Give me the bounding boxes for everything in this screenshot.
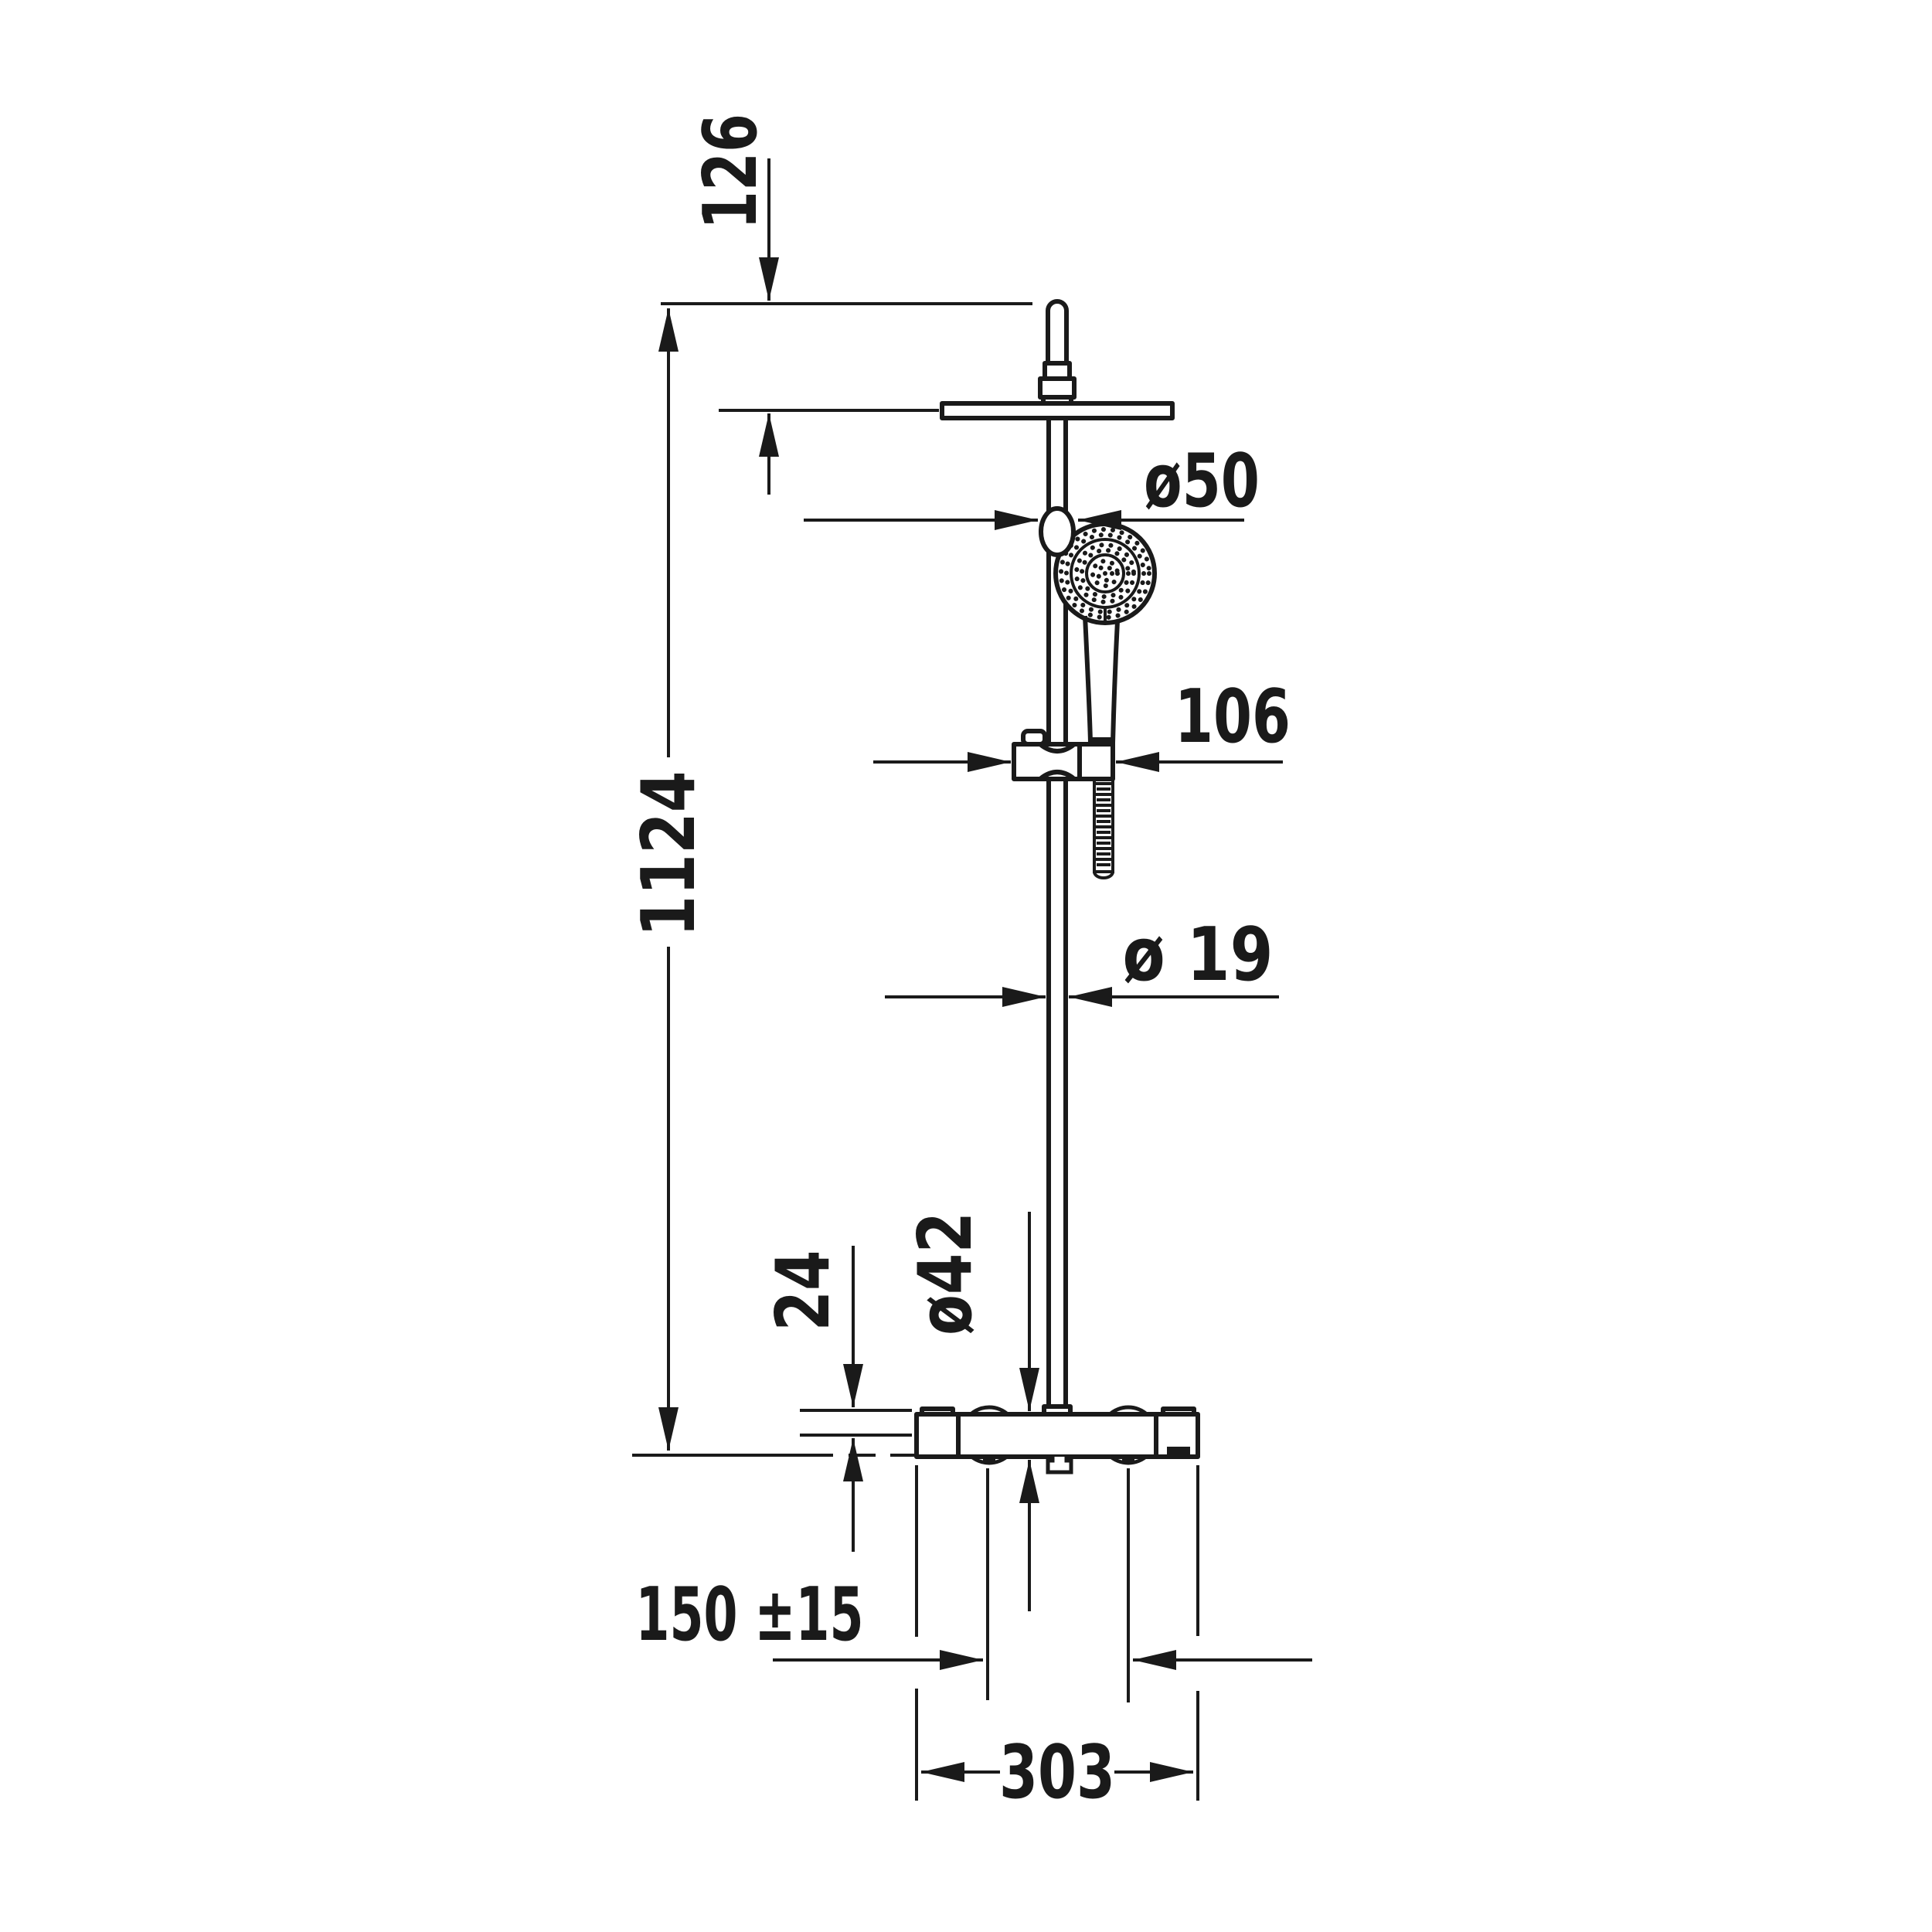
handle-right-edge <box>1111 620 1120 743</box>
thermostatic-valve <box>914 1405 1200 1475</box>
dim-label-1124: 1124 <box>627 771 712 937</box>
valve-left-tab <box>920 1406 955 1417</box>
dim-106: 106 <box>873 675 1291 772</box>
handle-left-edge <box>1083 615 1093 743</box>
right-knob-tick <box>1122 1455 1134 1461</box>
hand-shower-ring-inner <box>1085 553 1125 594</box>
dim-label-303: 303 <box>999 1730 1115 1815</box>
slider-knob <box>1039 506 1076 557</box>
pipe-nut <box>1038 376 1077 400</box>
dim-label-o50: ø50 <box>1144 439 1260 524</box>
dim-label-o42: ø42 <box>903 1212 988 1335</box>
dim-303: 303 <box>921 1730 1193 1815</box>
dim-150: 150 ±15 <box>636 1573 1312 1670</box>
valve-right-tick <box>1167 1447 1190 1454</box>
dim-label-o19: ø 19 <box>1123 913 1274 998</box>
dim-126: 126 <box>689 114 779 495</box>
bracket-bottom-notch <box>1039 770 1075 781</box>
spray-nozzle-dots <box>1059 527 1151 620</box>
dim-label-150: 150 ±15 <box>636 1573 864 1658</box>
dim-24: 24 <box>761 1246 912 1552</box>
left-knob-tick <box>983 1455 995 1461</box>
bracket-top-notch <box>1039 743 1075 753</box>
dim-o50: ø50 <box>804 439 1260 530</box>
valve-spout <box>1046 1457 1073 1475</box>
dim-o42: ø42 <box>903 1212 1039 1611</box>
bracket-clip <box>1021 729 1047 747</box>
dimension-annotations: 126 1124 ø50 106 ø 19 <box>627 114 1312 1815</box>
dim-o19: ø 19 <box>885 913 1279 1007</box>
dim-label-106: 106 <box>1175 675 1291 760</box>
shower-hose <box>1093 777 1114 873</box>
handle-end-band <box>1088 737 1115 745</box>
shower-column <box>914 299 1200 1475</box>
dim-label-24: 24 <box>761 1250 846 1332</box>
valve-right-tab <box>1161 1406 1196 1417</box>
dim-1124: 1124 <box>627 308 712 1451</box>
dim-label-126: 126 <box>689 114 774 230</box>
hose-ribs <box>1095 782 1112 866</box>
extension-lines <box>915 1465 1199 1801</box>
hose-end <box>1093 871 1114 879</box>
top-supply-pipe <box>1046 299 1069 366</box>
